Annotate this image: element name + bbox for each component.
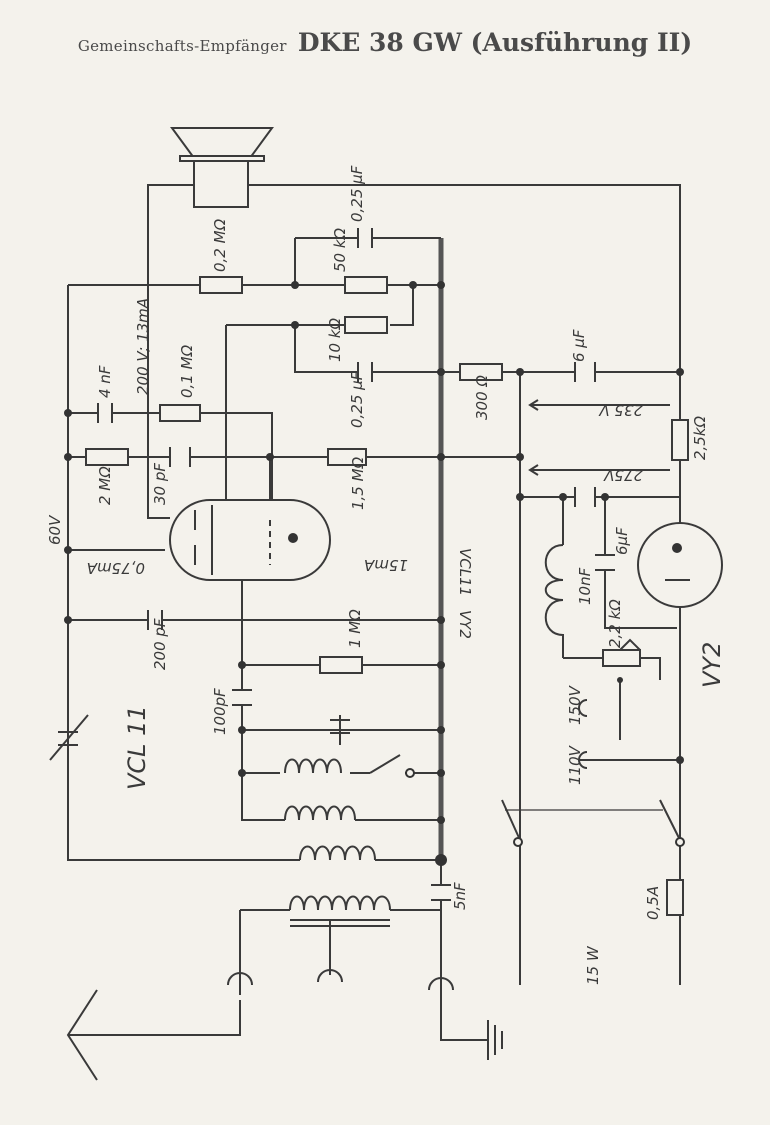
label-v-200: 200 V; 13mA	[134, 298, 152, 395]
tube-vcl11	[169, 499, 331, 581]
label-p-15w: 15 W	[584, 945, 602, 985]
coils	[284, 758, 391, 927]
mains-plugs	[519, 965, 681, 985]
label-r-25k: 2,5kΩ	[691, 415, 709, 460]
label-vy2-small: VY2	[456, 610, 474, 639]
label-vcl11-small: VCL11	[456, 548, 474, 596]
label-r-01: 0,1 MΩ	[178, 344, 196, 398]
capacitors	[49, 228, 615, 901]
switch-contacts	[369, 754, 685, 847]
label-c-6u-top: 6 µF	[570, 329, 588, 362]
label-r-50k: 50 kΩ	[331, 227, 349, 272]
resistors	[85, 276, 689, 916]
label-v-150: 150V	[566, 684, 584, 725]
loudspeaker-symbol	[170, 127, 274, 208]
label-r-15m: 1,5 MΩ	[349, 456, 367, 510]
label-c-6u-bot: 6µF	[613, 527, 631, 555]
label-r-02: 0,2 MΩ	[211, 218, 229, 272]
junction-dots	[64, 281, 684, 866]
label-v-275: 275V	[602, 466, 643, 484]
potentiometer-wiper	[619, 638, 641, 651]
label-c-5n: 5nF	[451, 882, 469, 910]
label-c-100p: 100pF	[211, 688, 229, 735]
ground-symbol	[487, 1020, 503, 1060]
header-subtitle: Gemeinschafts-Empfänger	[77, 37, 287, 55]
arrow-235v	[528, 399, 539, 411]
label-f-05: 0,5A	[644, 886, 662, 920]
page-header: Gemeinschafts-Empfänger DKE 38 GW (Ausfü…	[0, 28, 770, 57]
label-r-300: 300 Ω	[473, 375, 491, 420]
label-c-4n: 4 nF	[96, 365, 114, 398]
label-c-025-top: 0,25 µF	[348, 165, 366, 222]
label-r-1m: 1 MΩ	[346, 609, 364, 648]
label-v-60: 60V	[46, 514, 64, 545]
label-i-15: 15mA	[364, 556, 408, 574]
label-v-235: 235 V	[598, 401, 643, 419]
arrow-275v	[528, 464, 539, 476]
label-c-30p: 30 pF	[151, 463, 169, 505]
label-i-075: 0,75mA	[87, 559, 145, 577]
wiring	[67, 184, 681, 1041]
label-r-22k: 2,2 kΩ	[606, 599, 624, 648]
header-title: DKE 38 GW (Ausführung II)	[297, 28, 693, 57]
antenna-symbol	[66, 989, 241, 1081]
label-vy2-big: VY2	[698, 642, 726, 688]
label-r-10k: 10 kΩ	[326, 317, 344, 362]
tube-vy2	[637, 522, 723, 608]
label-r-2m: 2 MΩ	[96, 466, 114, 505]
label-c-10n: 10nF	[576, 567, 594, 605]
label-vcl11-big: VCL 11	[123, 705, 151, 790]
label-v-110: 110V	[566, 744, 584, 785]
label-c-200p: 200 pF	[151, 618, 169, 670]
label-c-025-bot: 0,25 µF	[348, 371, 366, 428]
antenna-sockets	[227, 699, 588, 1000]
